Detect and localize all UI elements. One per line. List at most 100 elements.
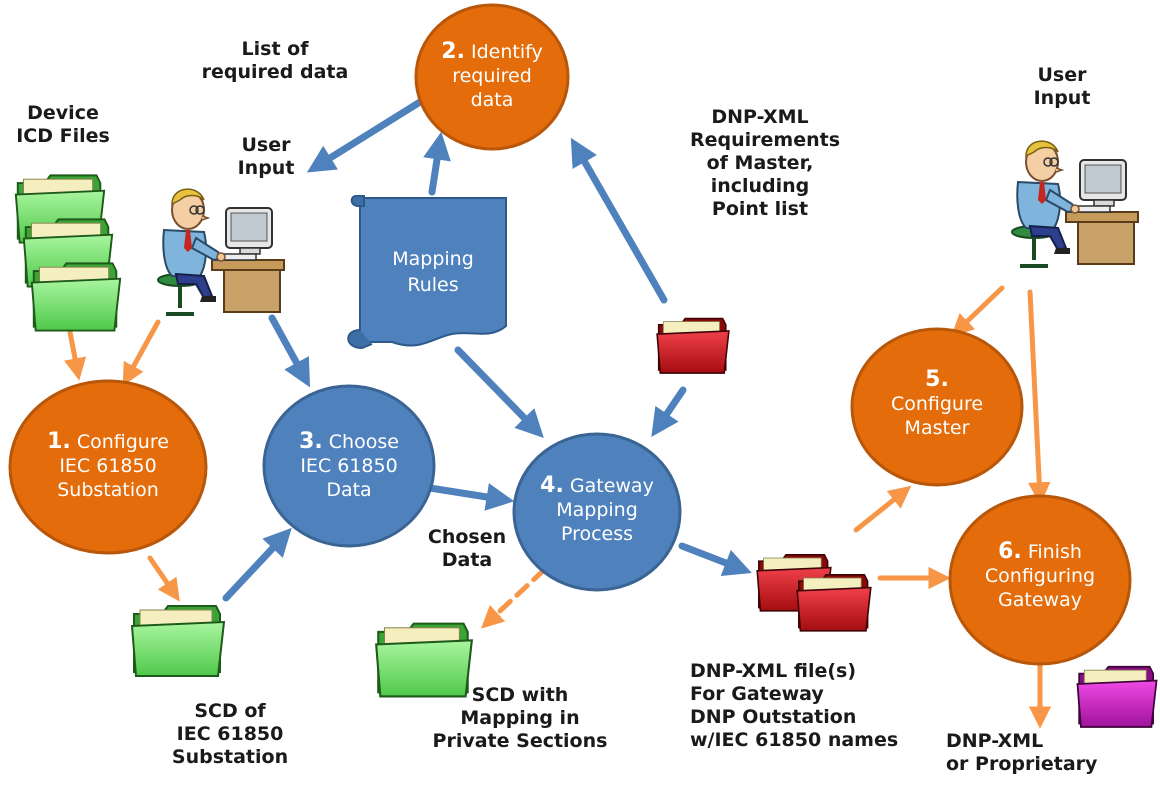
node-line: Configure bbox=[890, 393, 984, 415]
label-line: Substation bbox=[171, 746, 289, 768]
node-identify-data-label: 2. Identify required data bbox=[412, 40, 572, 112]
label-line: SCD of bbox=[194, 700, 266, 722]
node-line: data bbox=[470, 89, 514, 111]
arrow-rules-to-gateway bbox=[454, 346, 544, 439]
dnp-xml-files-label: DNP-XML file(s) For Gateway DNP Outstati… bbox=[690, 660, 900, 752]
list-required-data-label: List of required data bbox=[200, 38, 350, 84]
arrow-identify-to-list bbox=[306, 98, 424, 173]
node-line: Identify bbox=[470, 41, 543, 63]
node-line: Configuring bbox=[984, 565, 1096, 587]
arrow-user-to-choose bbox=[268, 314, 311, 388]
node-line: Configure bbox=[76, 431, 169, 453]
arrow-user-to-finish bbox=[1027, 289, 1051, 505]
node-line: Finish bbox=[1027, 541, 1082, 563]
arrow-choose-to-gateway bbox=[426, 483, 515, 511]
label-line: Mapping in bbox=[460, 707, 580, 729]
arrow-scd-to-choose bbox=[222, 527, 292, 602]
label-line: ICD Files bbox=[16, 125, 110, 147]
label-line: or Proprietary bbox=[946, 753, 1098, 775]
node-line: Gateway bbox=[998, 589, 1082, 611]
green-folder-icon bbox=[30, 262, 122, 332]
node-line: Data bbox=[326, 479, 372, 501]
icd-folders bbox=[14, 174, 122, 332]
arrow-dnpxml-to-gateway bbox=[651, 386, 687, 437]
orange-arrows bbox=[64, 285, 1052, 729]
node-configure-substation-label: 1. Configure IEC 61850 Substation bbox=[18, 430, 198, 502]
node-line: required bbox=[452, 65, 532, 87]
label-line: including bbox=[710, 175, 810, 197]
node-gateway-mapping bbox=[512, 432, 682, 592]
label-line: Input bbox=[1033, 87, 1091, 109]
label-line: DNP-XML file(s) bbox=[690, 660, 857, 682]
node-choose-data bbox=[262, 384, 436, 548]
node-number: 1. bbox=[47, 429, 71, 454]
user-input-left-label: User Input bbox=[226, 134, 306, 180]
dnp-xml-requirements-label: DNP-XML Requirements of Master, includin… bbox=[690, 106, 841, 221]
person-at-computer-icon bbox=[156, 187, 286, 316]
dnp-xml-folders bbox=[756, 553, 872, 632]
arrow-rules-to-identify bbox=[423, 131, 451, 196]
label-line: DNP-XML bbox=[711, 106, 809, 128]
arrow-icd-to-configure bbox=[64, 329, 87, 381]
label-line: IEC 61850 bbox=[176, 723, 284, 745]
label-line: Chosen bbox=[427, 526, 507, 548]
node-number: 4. bbox=[540, 473, 564, 498]
node-gateway-mapping-label: 4. Gateway Mapping Process bbox=[512, 474, 682, 546]
scd-mapping-label: SCD with Mapping in Private Sections bbox=[430, 684, 610, 753]
magenta-folder-icon bbox=[1076, 665, 1158, 729]
node-line: Choose bbox=[328, 431, 399, 453]
node-number: 3. bbox=[299, 429, 323, 454]
user-input-right-label: User Input bbox=[1022, 64, 1102, 110]
node-identify-data bbox=[414, 3, 570, 151]
scd-substation-label: SCD of IEC 61850 Substation bbox=[170, 700, 290, 769]
node-line: Substation bbox=[57, 479, 159, 501]
label-line: required data bbox=[201, 61, 349, 83]
node-finish-gateway-label: 6. Finish Configuring Gateway bbox=[950, 540, 1130, 612]
mapping-rules-label: Mapping Rules bbox=[360, 246, 506, 298]
label-line: User bbox=[1037, 64, 1087, 86]
arrow-gateway-to-dnpfiles bbox=[678, 542, 752, 576]
label-line: DNP-XML bbox=[946, 730, 1044, 752]
node-number: 6. bbox=[998, 539, 1022, 564]
arrow-user-to-master bbox=[951, 285, 1005, 337]
person-at-computer-icon bbox=[1010, 139, 1140, 268]
node-configure-substation bbox=[8, 379, 208, 555]
red-folder-icon bbox=[655, 317, 731, 375]
label-line: Point list bbox=[711, 198, 809, 220]
node-line: IEC 61850 bbox=[300, 455, 398, 477]
label-line: Data bbox=[441, 549, 493, 571]
label-line: Requirements bbox=[690, 129, 841, 151]
node-finish-gateway bbox=[948, 494, 1132, 666]
label-line: For Gateway bbox=[690, 683, 824, 705]
arrow-dnpxml-to-identify bbox=[570, 137, 668, 304]
node-choose-data-label: 3. Choose IEC 61850 Data bbox=[264, 430, 434, 502]
node-line: Process bbox=[560, 523, 634, 545]
device-icd-files-label: Device ICD Files bbox=[8, 102, 118, 148]
arrow-dnpfiles-to-master bbox=[853, 485, 912, 533]
node-line: Gateway bbox=[569, 475, 654, 497]
green-folder-icon bbox=[130, 604, 226, 678]
label-line: Device bbox=[27, 102, 99, 124]
label-line: SCD with bbox=[471, 684, 569, 706]
node-number: 2. bbox=[441, 39, 465, 64]
chosen-data-label: Chosen Data bbox=[422, 526, 512, 572]
scroll-line: Mapping bbox=[392, 248, 474, 270]
node-line: Master bbox=[904, 417, 970, 439]
arrow-gateway-to-scdmapping bbox=[481, 567, 547, 629]
label-line: DNP Outstation bbox=[690, 706, 857, 728]
node-configure-master-label: 5. Configure Master bbox=[852, 368, 1022, 440]
label-line: w/IEC 61850 names bbox=[690, 729, 899, 751]
dnp-xml-proprietary-label: DNP-XML or Proprietary bbox=[946, 730, 1106, 776]
node-configure-master bbox=[850, 327, 1024, 487]
label-line: Input bbox=[237, 157, 295, 179]
red-folder-icon bbox=[796, 573, 872, 632]
node-line: IEC 61850 bbox=[59, 455, 157, 477]
blue-arrows bbox=[222, 98, 752, 602]
node-number: 5. bbox=[925, 367, 949, 392]
label-line: List of bbox=[241, 38, 309, 60]
label-line: of Master, bbox=[706, 152, 814, 174]
label-line: Private Sections bbox=[432, 730, 608, 752]
scroll-line: Rules bbox=[407, 274, 459, 296]
arrow-configure-to-scd bbox=[147, 555, 180, 602]
